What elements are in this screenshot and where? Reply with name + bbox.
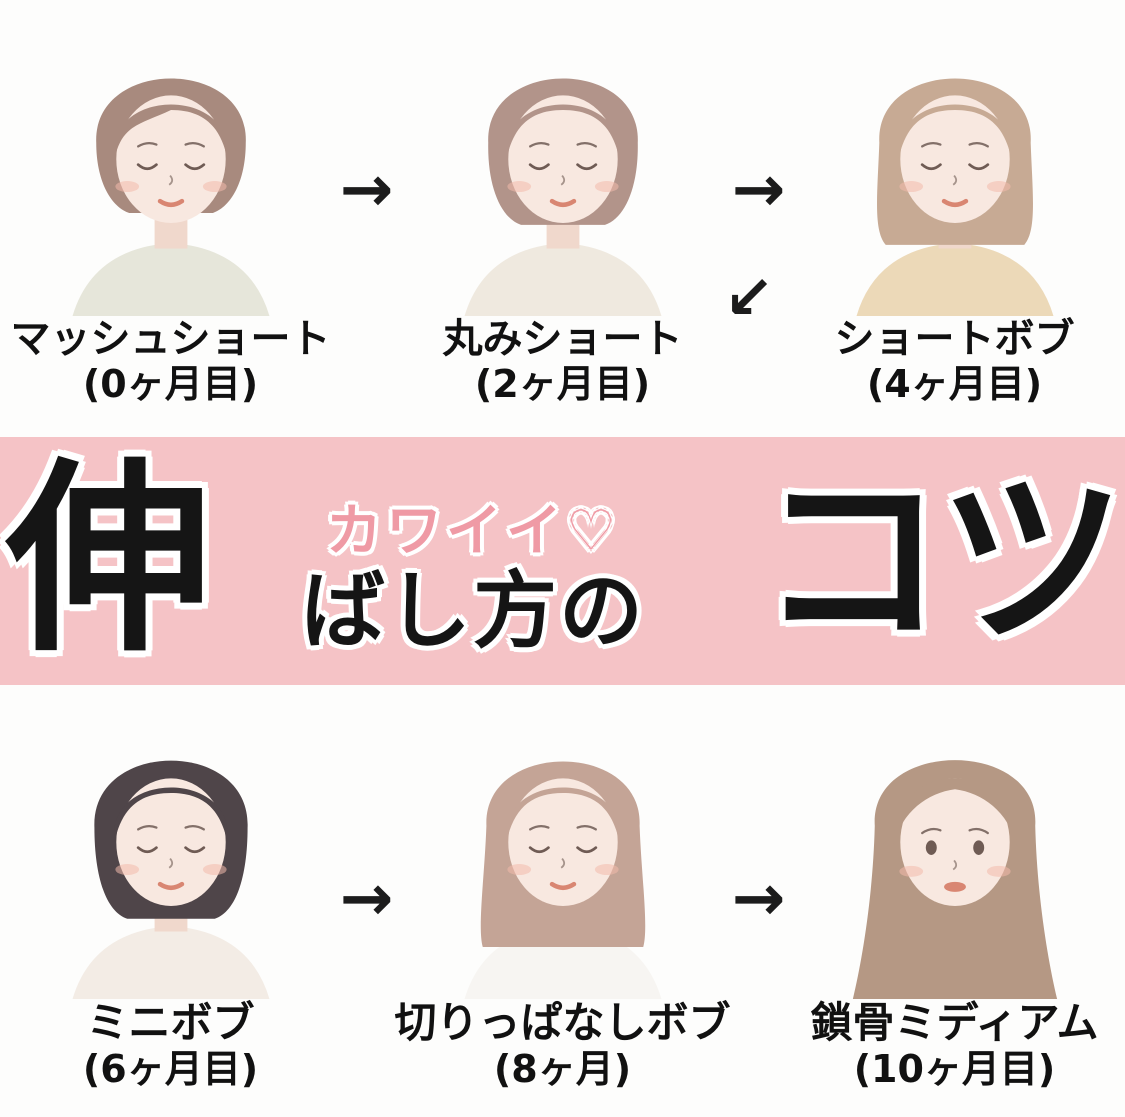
arrow-down-left-icon: ↙ <box>724 263 775 333</box>
face <box>507 778 618 906</box>
hair-part-left <box>892 778 955 846</box>
face <box>115 778 226 906</box>
stage-month: (6ヶ月目) <box>82 1047 259 1092</box>
stage-mash-short: マッシュショート (0ヶ月目) <box>3 6 339 408</box>
top-row: マッシュショート (0ヶ月目) → 丸みショート (2ヶ月目) → <box>0 0 1125 437</box>
stage-name: マッシュショート <box>10 316 331 362</box>
arrow-right-icon: → <box>731 862 786 936</box>
blunt-bob-portrait-illustration <box>464 761 661 999</box>
stage-caption: 丸みショート (2ヶ月目) <box>443 316 683 408</box>
face <box>899 95 1010 223</box>
clothing <box>464 243 661 316</box>
short-bob-portrait-illustration <box>856 78 1053 316</box>
banner-big-right-word: コツ <box>758 451 1125 669</box>
stage-mini-bob: ミニボブ (6ヶ月目) <box>3 689 339 1093</box>
stage-name: ミニボブ <box>86 998 255 1047</box>
clothing <box>856 243 1053 316</box>
stage-rounded-short: 丸みショート (2ヶ月目) <box>395 6 731 408</box>
face <box>115 95 226 223</box>
stage-caption: 切りっぱなしボブ (8ヶ月) <box>394 998 731 1093</box>
clothing <box>72 243 269 316</box>
clothing <box>72 926 269 999</box>
stage-month: (2ヶ月目) <box>474 362 651 406</box>
stage-name: 切りっぱなしボブ <box>394 998 731 1047</box>
stage-name: 鎖骨ミディアム <box>810 998 1099 1047</box>
mini-bob-portrait-illustration <box>72 760 269 999</box>
banner-middle-text: ばし方の <box>300 561 645 660</box>
stage-month: (0ヶ月目) <box>82 362 259 406</box>
mash-short-portrait-illustration <box>72 78 269 316</box>
face <box>507 95 618 223</box>
kawaii-heart-label: カワイイ♡ <box>325 498 621 564</box>
stage-short-bob: ショートボブ (4ヶ月目) <box>787 6 1123 408</box>
stage-month: (8ヶ月) <box>493 1047 632 1092</box>
banner-middle-block: カワイイ♡ ばし方の <box>301 486 645 653</box>
rounded-short-portrait-illustration <box>464 78 661 316</box>
stage-caption: ショートボブ (4ヶ月目) <box>835 316 1075 408</box>
hair-fringe <box>113 104 228 160</box>
banner-big-left-char: 伸 <box>6 441 211 680</box>
stage-month: (10ヶ月目) <box>853 1047 1056 1092</box>
stage-name: ショートボブ <box>834 316 1075 362</box>
stage-month: (4ヶ月目) <box>866 362 1043 406</box>
arrow-right-icon: → <box>339 153 394 227</box>
stage-caption: マッシュショート (0ヶ月目) <box>11 316 331 408</box>
stage-caption: 鎖骨ミディアム (10ヶ月目) <box>810 998 1099 1093</box>
stage-name: 丸みショート <box>442 316 683 362</box>
stage-collarbone-medium: 鎖骨ミディアム (10ヶ月目) <box>787 689 1123 1093</box>
stage-blunt-bob: 切りっぱなしボブ (8ヶ月) <box>395 689 731 1093</box>
bottom-row: ミニボブ (6ヶ月目) → 切りっぱなしボブ (8ヶ月) → <box>0 685 1125 1117</box>
stage-caption: ミニボブ (6ヶ月目) <box>82 998 259 1093</box>
hair-part-right <box>954 778 1017 846</box>
face <box>899 778 1010 906</box>
title-banner: 伸 カワイイ♡ ばし方の コツ <box>0 437 1125 685</box>
arrow-right-icon: → <box>339 862 394 936</box>
arrow-right-icon: → <box>731 153 786 227</box>
collarbone-medium-portrait-illustration <box>852 760 1057 999</box>
